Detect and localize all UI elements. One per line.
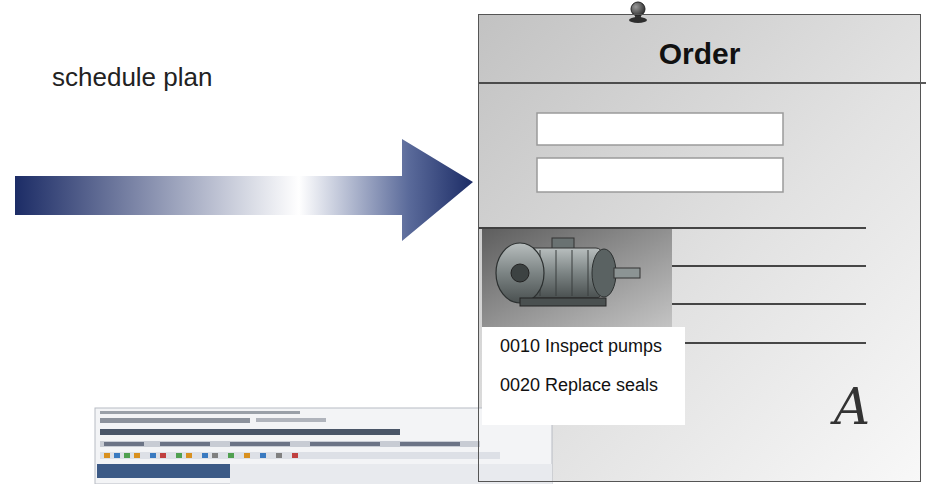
arrow-label: schedule plan [52,62,212,93]
menu-bar [100,411,300,414]
form-rule [672,342,866,344]
operation-list: 0010 Inspect pumps0020 Replace seals [482,327,685,425]
document-sheet [478,14,921,482]
pump-fin [572,250,573,296]
header-rule [478,82,926,84]
panel-tab [97,464,230,478]
icon [186,453,192,458]
button [104,442,144,446]
pin-base [629,17,647,23]
pump-housing [496,243,544,303]
title-bar [100,429,400,435]
icon [228,453,234,458]
input-field [537,113,783,145]
pump-foot [520,298,606,306]
pump-fin [588,250,589,296]
photo-ground [482,229,672,327]
icon [104,453,110,458]
pump-fin [556,250,557,296]
operation-line: 0020 Replace seals [482,366,685,405]
icon [114,453,120,458]
input-field [537,158,783,192]
button-row [100,441,480,447]
flow-arrow [15,139,473,241]
button [230,442,290,446]
pump-hub [511,264,529,282]
icon [244,453,250,458]
icon [292,453,298,458]
icon [124,453,130,458]
push-pin [629,2,647,23]
icon [176,453,182,458]
form-rule [672,265,866,267]
icon [202,453,208,458]
icon [150,453,156,458]
icon [160,453,166,458]
button [400,442,460,446]
pump-shaft [614,268,640,278]
toolbar [100,418,250,423]
toolbar [256,418,326,422]
panel-area [230,464,552,484]
pump-endcap [592,249,616,297]
icon-row [100,452,500,459]
form-rule [672,303,866,305]
icon [134,453,140,458]
approval-mark: A [834,378,870,436]
icon [260,453,266,458]
operation-line: 0010 Inspect pumps [482,327,685,366]
icon [276,453,282,458]
button [310,442,380,446]
pump-photo [482,229,672,327]
button [160,442,210,446]
icon [212,453,218,458]
form-rule [478,227,866,229]
document-title: Order [479,15,920,69]
